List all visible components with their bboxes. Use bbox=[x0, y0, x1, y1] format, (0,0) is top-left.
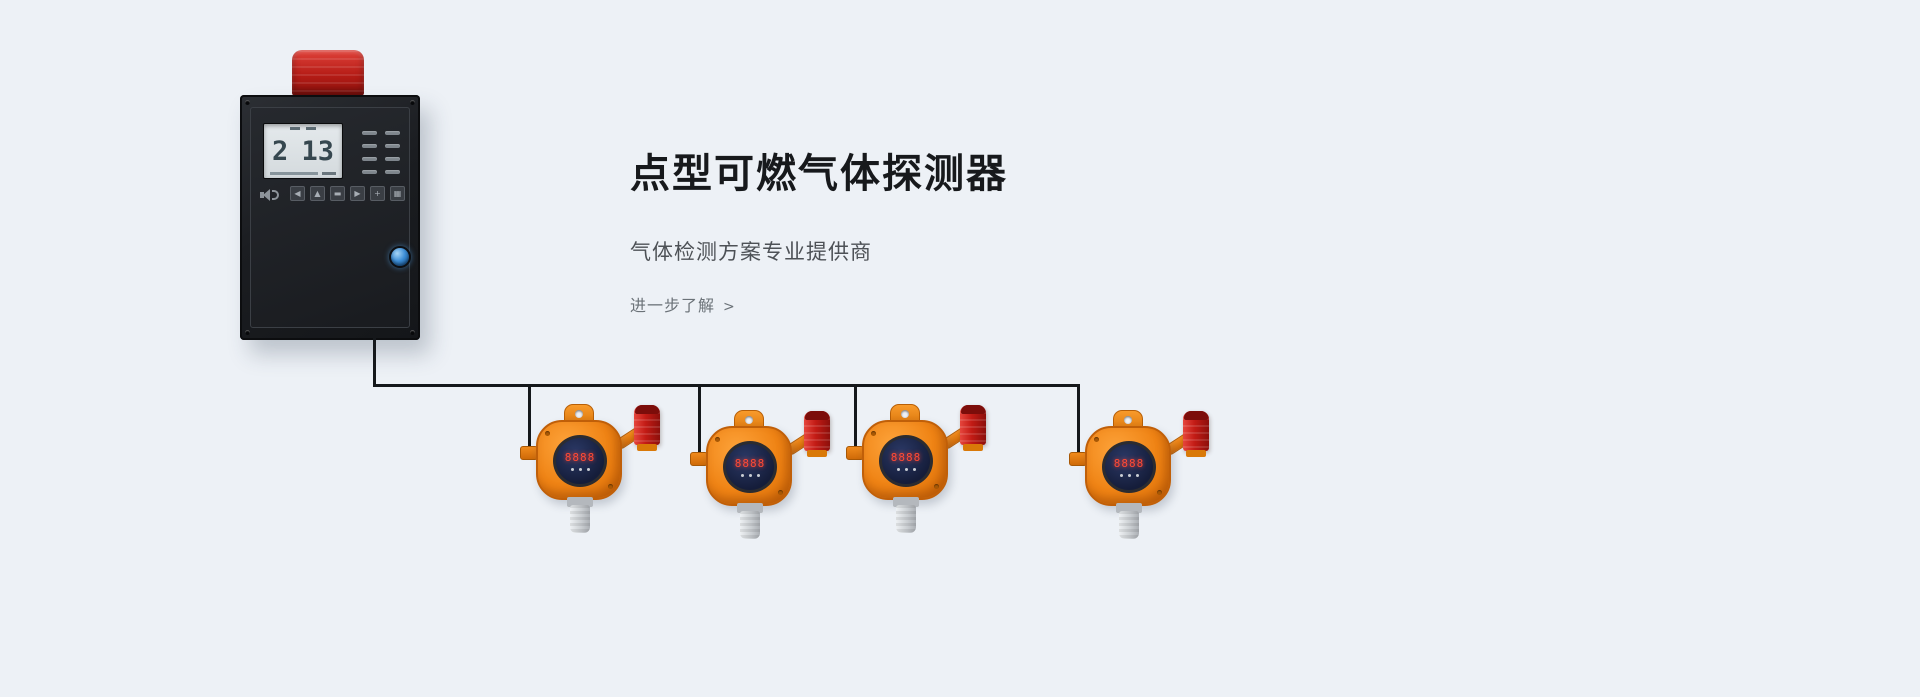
chevron-right-icon: > bbox=[723, 299, 736, 315]
lcd-status-marks bbox=[270, 127, 336, 130]
led-indicator bbox=[362, 143, 377, 148]
up-button: ▲ bbox=[310, 186, 325, 201]
led-indicator bbox=[385, 143, 400, 148]
mounting-ear bbox=[734, 410, 764, 430]
detector-display: 8888 bbox=[723, 441, 777, 493]
cable-drop-4 bbox=[1077, 384, 1080, 460]
learn-more-label: 进一步了解 bbox=[630, 296, 716, 315]
cable-main-run bbox=[373, 384, 1080, 387]
beacon-cap bbox=[805, 411, 829, 420]
lcd-fine-print bbox=[270, 172, 336, 175]
learn-more-link[interactable]: 进一步了解 > bbox=[630, 292, 736, 316]
sensor-head bbox=[1119, 511, 1139, 539]
beacon-cap bbox=[1184, 411, 1208, 420]
beacon-cap bbox=[635, 405, 659, 414]
sensor-neck bbox=[567, 497, 593, 507]
screw-icon bbox=[245, 100, 250, 105]
mounting-hole bbox=[745, 416, 753, 424]
gas-detector-2: 8888 bbox=[690, 410, 860, 540]
gas-alarm-controller: 2 13 ◀ ▲ ▬ ▶ + ▦ bbox=[240, 95, 420, 340]
beacon-cap bbox=[961, 405, 985, 414]
mounting-hole bbox=[1124, 416, 1132, 424]
lcd-channel-value: 2 bbox=[272, 135, 289, 167]
detector-reading: 8888 bbox=[564, 451, 596, 464]
detector-indicator-dots bbox=[1127, 474, 1131, 477]
detector-alarm-beacon bbox=[960, 405, 986, 451]
detector-body: 8888 bbox=[862, 420, 948, 500]
detector-alarm-beacon bbox=[804, 411, 830, 457]
gas-detector-1: 8888 bbox=[520, 404, 690, 534]
grid-button: ▦ bbox=[390, 186, 405, 201]
controller-lcd: 2 13 bbox=[263, 123, 343, 179]
detector-reading: 8888 bbox=[1113, 457, 1145, 470]
hero-text-block: 点型可燃气体探测器 气体检测方案专业提供商 进一步了解 > bbox=[630, 150, 1008, 316]
mounting-ear bbox=[564, 404, 594, 424]
led-indicator bbox=[385, 169, 400, 174]
detector-alarm-beacon bbox=[634, 405, 660, 451]
led-indicator-grid bbox=[358, 126, 404, 178]
led-indicator bbox=[362, 156, 377, 161]
page-title: 点型可燃气体探测器 bbox=[630, 151, 1008, 197]
screw-icon bbox=[410, 100, 415, 105]
detector-indicator-dots bbox=[904, 468, 908, 471]
detector-alarm-beacon bbox=[1183, 411, 1209, 457]
cable-controller-drop bbox=[373, 338, 376, 386]
controller-keypad: ◀ ▲ ▬ ▶ + ▦ bbox=[290, 186, 405, 201]
detector-reading: 8888 bbox=[734, 457, 766, 470]
detector-display: 8888 bbox=[1102, 441, 1156, 493]
detector-indicator-dots bbox=[578, 468, 582, 471]
sensor-head bbox=[570, 505, 590, 533]
detector-body: 8888 bbox=[1085, 426, 1171, 506]
gas-detector-4: 8888 bbox=[1069, 410, 1239, 540]
screw-icon bbox=[410, 330, 415, 335]
gas-detector-3: 8888 bbox=[846, 404, 1016, 534]
sensor-neck bbox=[893, 497, 919, 507]
power-button bbox=[389, 246, 411, 268]
hero-subtitle: 气体检测方案专业提供商 bbox=[630, 240, 872, 264]
detector-body: 8888 bbox=[706, 426, 792, 506]
led-indicator bbox=[385, 130, 400, 135]
sensor-neck bbox=[737, 503, 763, 513]
enter-button: ▬ bbox=[330, 186, 345, 201]
sensor-neck bbox=[1116, 503, 1142, 513]
mounting-hole bbox=[575, 410, 583, 418]
screw-icon bbox=[245, 330, 250, 335]
detector-body: 8888 bbox=[536, 420, 622, 500]
sensor-head bbox=[740, 511, 760, 539]
led-indicator bbox=[362, 169, 377, 174]
controller-alarm-beacon bbox=[292, 50, 364, 96]
led-indicator bbox=[362, 130, 377, 135]
cable-drop-3 bbox=[854, 384, 857, 454]
detector-display: 8888 bbox=[879, 435, 933, 487]
right-button: ▶ bbox=[350, 186, 365, 201]
cable-drop-1 bbox=[528, 384, 531, 454]
buzzer-icon bbox=[260, 188, 282, 202]
detector-display: 8888 bbox=[553, 435, 607, 487]
mounting-hole bbox=[901, 410, 909, 418]
cable-drop-2 bbox=[698, 384, 701, 460]
detector-indicator-dots bbox=[748, 474, 752, 477]
left-button: ◀ bbox=[290, 186, 305, 201]
detector-reading: 8888 bbox=[890, 451, 922, 464]
plus-button: + bbox=[370, 186, 385, 201]
sensor-head bbox=[896, 505, 916, 533]
lcd-reading-value: 13 bbox=[301, 135, 334, 167]
led-indicator bbox=[385, 156, 400, 161]
